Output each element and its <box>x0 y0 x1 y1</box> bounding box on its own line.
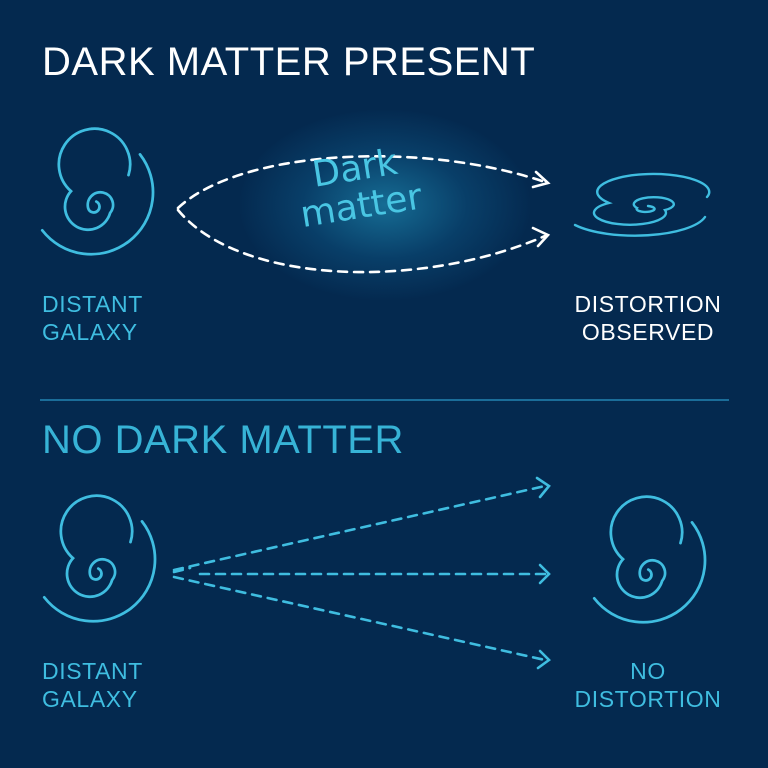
label-line: NO <box>630 658 666 684</box>
dark-matter-present-title: DARK MATTER PRESENT <box>42 40 536 84</box>
arrow-head-icon <box>531 170 551 248</box>
section-divider <box>40 399 729 401</box>
dark-matter-glow <box>240 110 530 300</box>
light-path-curved <box>176 155 547 274</box>
label-line: DISTORTION <box>574 686 722 712</box>
spiral-galaxy-icon <box>40 127 155 256</box>
label-line: DISTORTION <box>574 291 722 317</box>
spiral-galaxy-icon <box>42 494 157 623</box>
top-source-label: DISTANT GALAXY <box>42 290 143 346</box>
bottom-source-label: DISTANT GALAXY <box>42 657 143 713</box>
label-line: DISTANT <box>42 291 143 317</box>
label-line: DISTANT <box>42 658 143 684</box>
light-path-straight <box>172 484 547 662</box>
label-line: GALAXY <box>42 686 138 712</box>
top-result-label: DISTORTION OBSERVED <box>560 290 736 346</box>
arrow-head-icon <box>535 476 551 670</box>
label-line: GALAXY <box>42 319 138 345</box>
spiral-galaxy-icon <box>592 495 707 624</box>
no-dark-matter-title: NO DARK MATTER <box>42 418 404 462</box>
label-line: OBSERVED <box>581 319 715 345</box>
distorted-galaxy-icon <box>573 172 711 237</box>
bottom-result-label: NO DISTORTION <box>560 657 736 713</box>
